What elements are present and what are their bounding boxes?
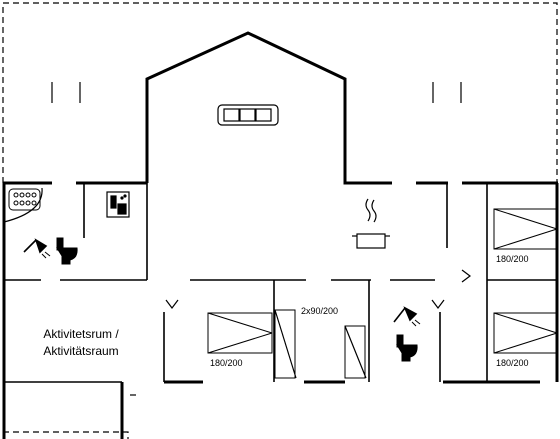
shower-icon: [393, 306, 421, 327]
bed-left-bedroom: [207, 312, 273, 354]
activity-room-label: Aktivitetsrum / Aktivitätsraum: [27, 326, 135, 360]
whirlpool-icon: [8, 188, 41, 211]
cooking-pot-icon: [352, 198, 390, 249]
activity-room-label-line1: Aktivitetsrum /: [43, 327, 119, 341]
bed-size-left-bedroom: 180/200: [210, 358, 243, 368]
bed-size-right-bottom-bedroom: 180/200: [496, 358, 529, 368]
sauna-icon: [106, 191, 130, 218]
interior-walls: [4, 183, 557, 383]
bed-right-top-bedroom: [493, 208, 558, 250]
shower-icon: [23, 238, 51, 259]
toilet-icon: [396, 334, 418, 362]
bed-size-middle-bedroom: 2x90/200: [301, 306, 339, 316]
activity-room-label-line2: Aktivitätsraum: [43, 344, 119, 358]
bed-right-bottom-bedroom: [493, 312, 558, 354]
door-swings: [3, 187, 471, 379]
exterior-walls: [2, 31, 559, 439]
toilet-icon: [56, 237, 78, 265]
sofa-icon: [217, 104, 279, 126]
bed-size-right-top-bedroom: 180/200: [496, 254, 529, 264]
terrace-posts: [51, 82, 462, 103]
